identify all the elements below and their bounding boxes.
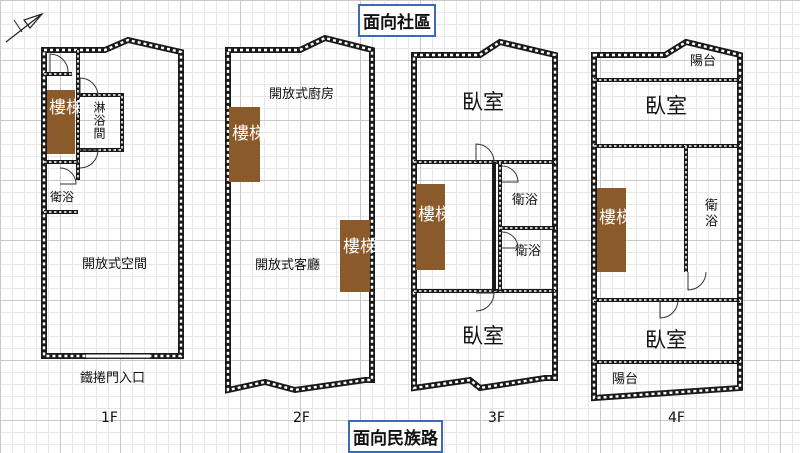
- floor-2f-stair-upper-label: 樓梯: [232, 124, 266, 144]
- floor-3f-plan: [411, 38, 558, 392]
- floor-1f-plan: [41, 36, 184, 359]
- floor-3f-bedroom-top-label: 臥室: [462, 90, 504, 114]
- floor-3f-stair: [416, 184, 445, 270]
- floor-4f-bath-label: 衛浴: [702, 198, 717, 230]
- floor-2f-stair-lower: [340, 220, 370, 292]
- floor-2f-plan: [225, 34, 375, 394]
- floor-4f-stair: [597, 188, 626, 272]
- floor-2f-stair-lower-label: 樓梯: [343, 237, 377, 257]
- floor-4f-bedroom-top-label: 臥室: [645, 94, 687, 118]
- floor-3f-bath-1-label: 衛浴: [512, 193, 539, 208]
- floor-1f-shower-label: 淋浴間: [92, 101, 106, 140]
- floor-1f-open-space-label: 開放式空間: [82, 257, 148, 272]
- bottom-street-sign: 面向民族路: [348, 420, 443, 453]
- floor-1f-stair: [47, 90, 75, 154]
- floor-4f-title: 4F: [668, 410, 685, 426]
- top-street-sign: 面向社區: [358, 4, 436, 37]
- floor-4f-bedroom-bottom-label: 臥室: [645, 328, 687, 352]
- floor-4f-balcony-bottom-label: 陽台: [612, 372, 639, 387]
- floor-2f-living-label: 開放式客廳: [255, 258, 321, 273]
- floor-2f-kitchen-label: 開放式廚房: [269, 87, 335, 102]
- floor-3f-bath-2-label: 衛浴: [515, 244, 542, 259]
- floor-4f-stair-label: 樓梯: [599, 208, 633, 228]
- floor-4f-balcony-top-label: 陽台: [690, 54, 717, 69]
- floor-1f-bath-label: 衛浴: [50, 190, 75, 204]
- floor-4f-plan: [591, 38, 743, 402]
- floor-3f-title: 3F: [488, 410, 505, 426]
- floor-1f-entrance-label: 鐵捲門入口: [80, 371, 146, 386]
- floor-1f-title: 1F: [101, 410, 118, 426]
- floor-3f-stair-label: 樓梯: [418, 205, 452, 225]
- floor-1f-stair-label: 樓梯: [49, 98, 83, 118]
- floor-2f-title: 2F: [293, 410, 310, 426]
- north-arrow-icon: [5, 12, 44, 43]
- floor-3f-bedroom-bottom-label: 臥室: [462, 324, 504, 348]
- floor-2f-stair-upper: [229, 107, 260, 182]
